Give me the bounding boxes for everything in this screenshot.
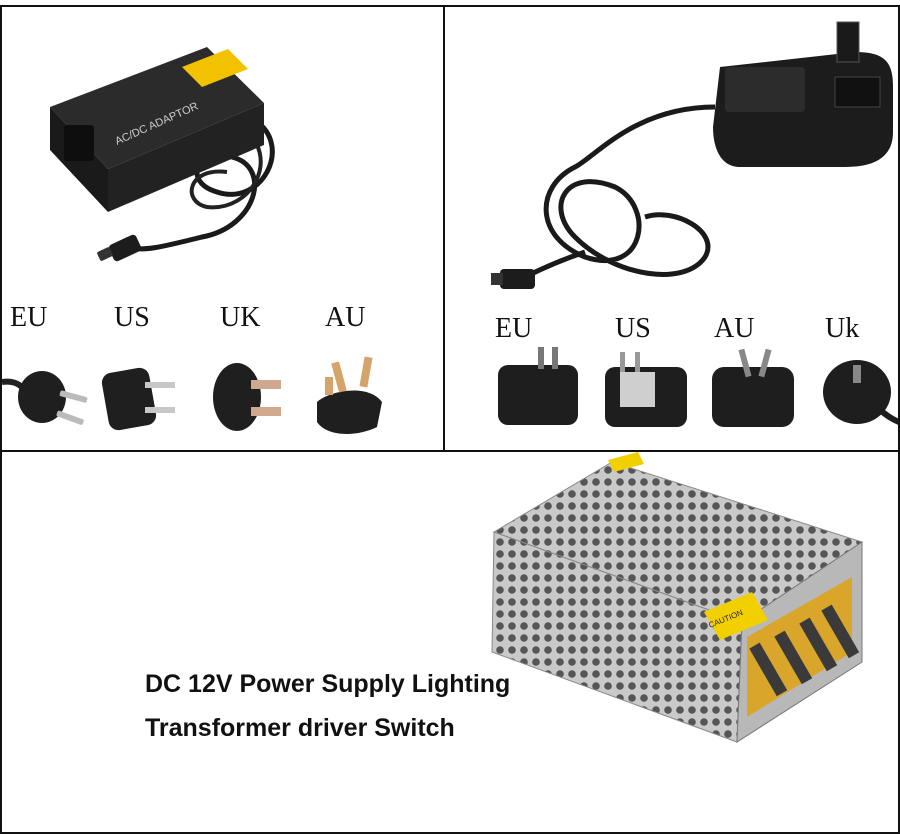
wall-plug-eu-image (498, 347, 578, 425)
plug-label-us-2: US (615, 313, 651, 344)
panel-desktop-adapter: AC/DC ADAPTOR EU US UK AU (0, 5, 445, 452)
plug-eu-image (2, 371, 88, 425)
wall-adapter-image (491, 21, 893, 289)
wall-plug-uk-image (823, 360, 898, 425)
panel-power-supply: CAUTION DC 12V Power Supply Lighting Tra… (0, 450, 900, 834)
plug-uk-image (213, 363, 281, 431)
plug-au-image (317, 356, 382, 434)
caption-line-1: DC 12V Power Supply Lighting (145, 670, 511, 698)
plug-label-eu-2: EU (495, 313, 533, 344)
plug-label-au-2: AU (714, 313, 755, 344)
desktop-adapter-image: AC/DC ADAPTOR (50, 47, 275, 262)
panel-wall-adapter: EU US AU Uk (443, 5, 900, 452)
plug-label-au: AU (325, 302, 366, 333)
plug-label-uk: UK (220, 302, 261, 333)
wall-plug-us-image (605, 352, 687, 427)
wall-plug-au-image (712, 348, 794, 427)
plug-label-eu: EU (10, 302, 48, 333)
power-supply-image: CAUTION (491, 452, 864, 743)
plug-label-us: US (114, 302, 150, 333)
caption-line-2: Transformer driver Switch (145, 714, 455, 742)
plug-label-uk-2: Uk (825, 313, 860, 344)
plug-us-image (101, 367, 175, 431)
